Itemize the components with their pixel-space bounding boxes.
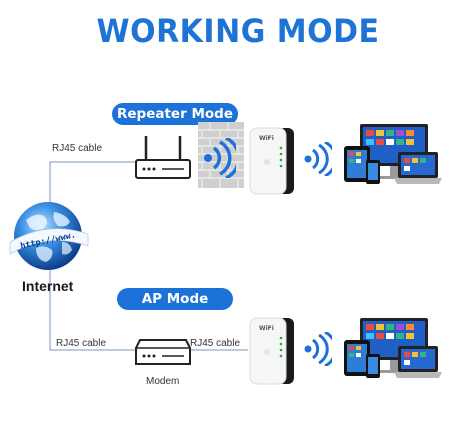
wifi-signal-icon [202, 138, 236, 178]
router-icon [134, 134, 192, 184]
device-badge: WiFi [259, 325, 274, 332]
client-devices-icon [340, 122, 444, 188]
ap-cable-label-left: RJ45 cable [56, 338, 107, 349]
page-title: WORKING MODE [96, 12, 380, 51]
internet-globe-icon: http://www. [6, 198, 90, 274]
wifi-ap-device: WiFi [248, 316, 296, 386]
ap-mode-badge: AP Mode [117, 288, 233, 310]
internet-label: Internet [22, 278, 74, 294]
wifi-signal-icon [304, 142, 332, 176]
ap-cable-line [49, 262, 136, 351]
client-devices-icon [340, 316, 444, 382]
modem-label: Modem [146, 376, 180, 387]
modem-icon [134, 338, 192, 368]
wifi-signal-icon [304, 332, 332, 366]
repeater-mode-badge: Repeater Mode [112, 103, 238, 125]
repeater-cable-line [49, 161, 136, 208]
wifi-repeater-device: WiFi [248, 126, 296, 196]
device-badge: WiFi [259, 135, 274, 142]
ap-cable-label-right: RJ45 cable [190, 338, 241, 349]
repeater-cable-label: RJ45 cable [52, 143, 103, 154]
